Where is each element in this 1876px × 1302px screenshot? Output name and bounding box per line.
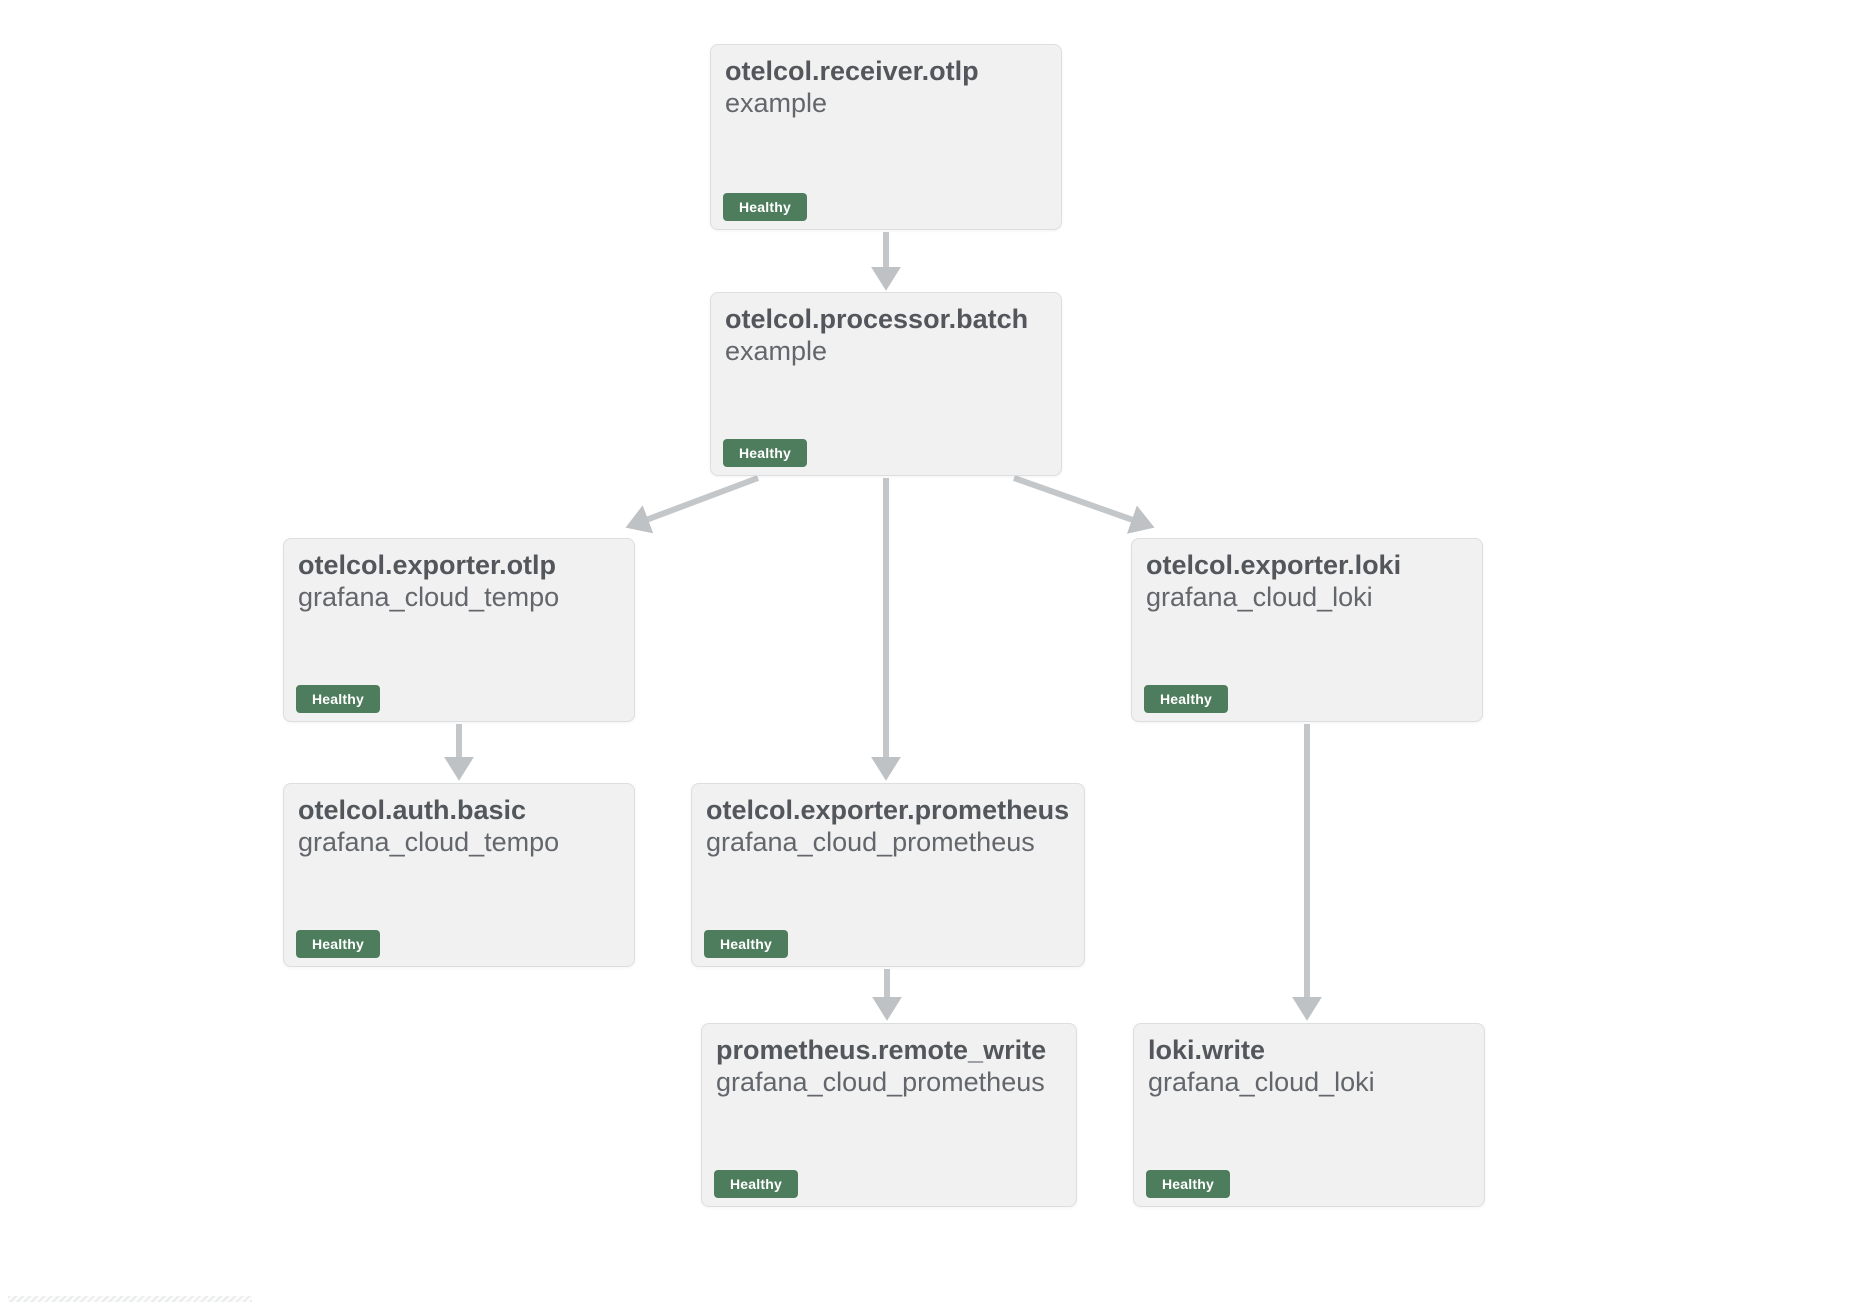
component-label: example [725, 88, 828, 118]
component-node-otelcol-receiver-otlp[interactable]: otelcol.receiver.otlp example Healthy [710, 44, 1062, 230]
health-badge: Healthy [723, 439, 807, 467]
component-node-otelcol-processor-batch[interactable]: otelcol.processor.batch example Healthy [710, 292, 1062, 476]
component-title: otelcol.processor.batch [725, 304, 1029, 334]
component-label: grafana_cloud_prometheus [716, 1067, 1045, 1097]
component-label: example [725, 336, 828, 366]
component-node-otelcol-exporter-prometheus[interactable]: otelcol.exporter.prometheus grafana_clou… [691, 783, 1085, 967]
component-label: grafana_cloud_loki [1146, 582, 1373, 612]
component-title: otelcol.receiver.otlp [725, 56, 979, 86]
component-node-otelcol-exporter-otlp[interactable]: otelcol.exporter.otlp grafana_cloud_temp… [283, 538, 635, 722]
component-title: otelcol.auth.basic [298, 795, 527, 825]
component-title: otelcol.exporter.loki [1146, 550, 1402, 580]
health-badge: Healthy [296, 685, 380, 713]
component-label: grafana_cloud_tempo [298, 582, 560, 612]
component-label: grafana_cloud_prometheus [706, 827, 1035, 857]
health-badge: Healthy [296, 930, 380, 958]
health-badge: Healthy [714, 1170, 798, 1198]
component-title: otelcol.exporter.otlp [298, 550, 557, 580]
component-title: loki.write [1148, 1035, 1266, 1065]
health-badge: Healthy [723, 193, 807, 221]
health-badge: Healthy [1146, 1170, 1230, 1198]
component-node-loki-write[interactable]: loki.write grafana_cloud_loki Healthy [1133, 1023, 1485, 1207]
component-title: prometheus.remote_write [716, 1035, 1047, 1065]
health-badge: Healthy [1144, 685, 1228, 713]
component-node-otelcol-exporter-loki[interactable]: otelcol.exporter.loki grafana_cloud_loki… [1131, 538, 1483, 722]
component-title: otelcol.exporter.prometheus [706, 795, 1070, 825]
component-node-prometheus-remote-write[interactable]: prometheus.remote_write grafana_cloud_pr… [701, 1023, 1077, 1207]
edge-processor-to-exporter-otlp [625, 475, 760, 534]
component-label: grafana_cloud_loki [1148, 1067, 1375, 1097]
bottom-left-cutoff-artifact [8, 1296, 252, 1302]
health-badge: Healthy [704, 930, 788, 958]
component-label: grafana_cloud_tempo [298, 827, 560, 857]
component-node-otelcol-auth-basic[interactable]: otelcol.auth.basic grafana_cloud_tempo H… [283, 783, 635, 967]
edge-processor-to-exporter-loki [1013, 475, 1155, 534]
